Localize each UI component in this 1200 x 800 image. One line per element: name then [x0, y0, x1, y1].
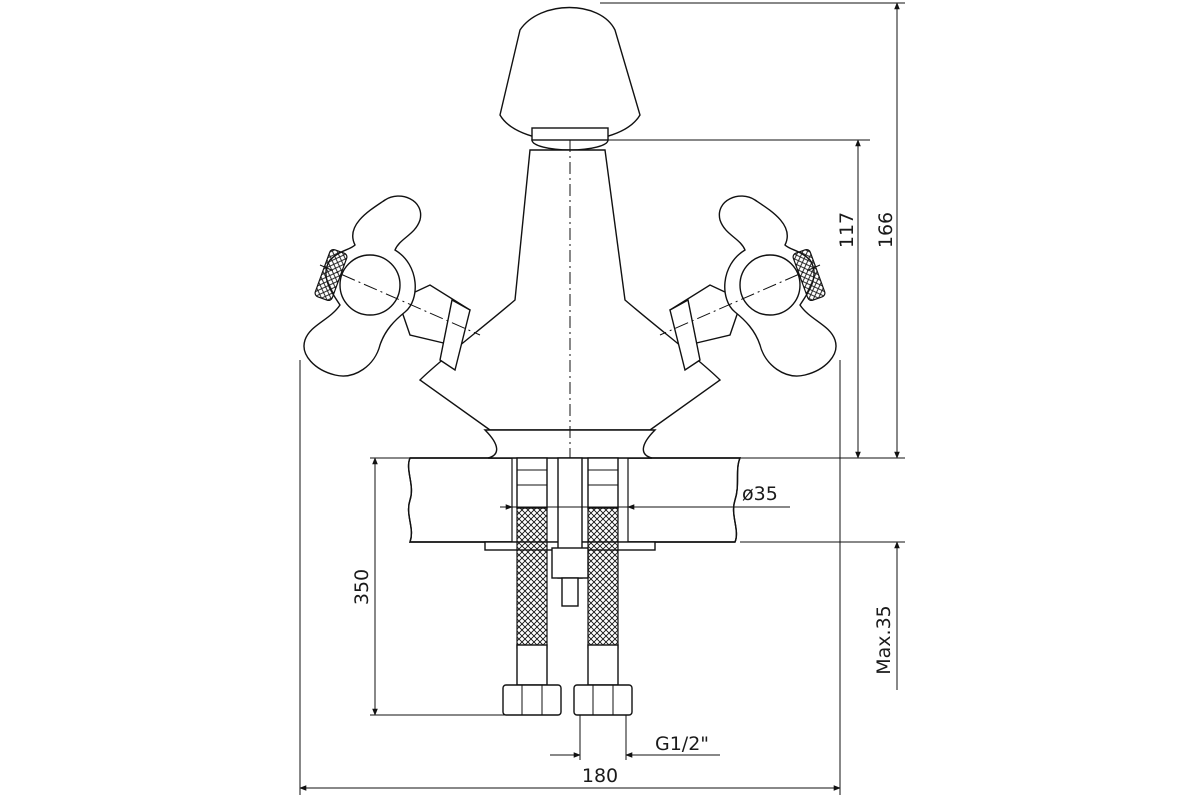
faucet-body: [418, 6, 722, 605]
dimension-lines: [299, 2, 905, 795]
left-supply-hose: [502, 457, 562, 716]
dim-label-180: 180: [582, 765, 618, 787]
right-supply-hose: [573, 457, 633, 716]
dim-label-diameter: ø35: [742, 483, 778, 505]
dim-label-thread: G1/2": [655, 733, 709, 755]
dim-label-max35: Max.35: [873, 605, 895, 675]
mounting-stud: [551, 457, 589, 607]
right-cross-handle: [659, 195, 837, 377]
dim-label-117: 117: [836, 212, 858, 248]
left-cross-handle: [303, 195, 481, 377]
dim-label-166: 166: [875, 212, 897, 248]
dim-label-350: 350: [351, 569, 373, 605]
